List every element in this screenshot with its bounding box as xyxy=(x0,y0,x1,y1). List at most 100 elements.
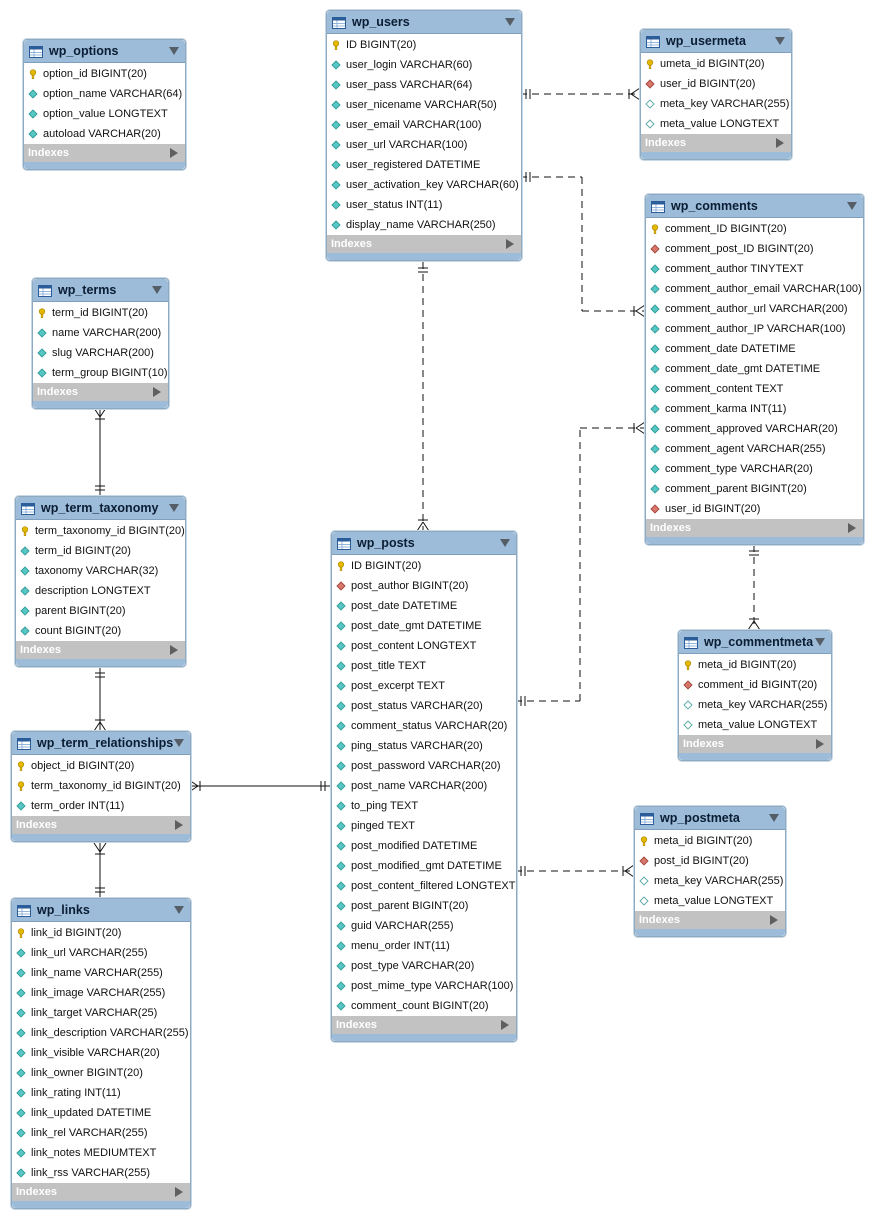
indexes-bar[interactable]: Indexes xyxy=(33,383,168,401)
column-row[interactable]: name VARCHAR(200) xyxy=(33,323,168,343)
collapse-arrow-icon[interactable] xyxy=(500,539,510,547)
column-row[interactable]: link_image VARCHAR(255) xyxy=(12,983,190,1003)
collapse-arrow-icon[interactable] xyxy=(169,504,179,512)
expand-arrow-icon[interactable] xyxy=(848,523,856,533)
column-row[interactable]: post_author BIGINT(20) xyxy=(332,576,516,596)
column-row[interactable]: taxonomy VARCHAR(32) xyxy=(16,561,185,581)
column-row[interactable]: meta_key VARCHAR(255) xyxy=(635,871,785,891)
column-row[interactable]: user_url VARCHAR(100) xyxy=(327,135,521,155)
indexes-bar[interactable]: Indexes xyxy=(646,519,863,537)
column-row[interactable]: umeta_id BIGINT(20) xyxy=(641,54,791,74)
column-row[interactable]: link_owner BIGINT(20) xyxy=(12,1063,190,1083)
column-row[interactable]: term_order INT(11) xyxy=(12,796,190,816)
table-header[interactable]: wp_terms xyxy=(33,279,168,302)
column-row[interactable]: link_rating INT(11) xyxy=(12,1083,190,1103)
column-row[interactable]: meta_id BIGINT(20) xyxy=(679,655,831,675)
collapse-arrow-icon[interactable] xyxy=(174,739,184,747)
column-row[interactable]: comment_author_IP VARCHAR(100) xyxy=(646,319,863,339)
column-row[interactable]: ID BIGINT(20) xyxy=(332,556,516,576)
column-row[interactable]: comment_date_gmt DATETIME xyxy=(646,359,863,379)
collapse-arrow-icon[interactable] xyxy=(847,202,857,210)
indexes-bar[interactable]: Indexes xyxy=(12,816,190,834)
column-row[interactable]: post_id BIGINT(20) xyxy=(635,851,785,871)
column-row[interactable]: option_id BIGINT(20) xyxy=(24,64,185,84)
column-row[interactable]: post_password VARCHAR(20) xyxy=(332,756,516,776)
column-row[interactable]: user_login VARCHAR(60) xyxy=(327,55,521,75)
expand-arrow-icon[interactable] xyxy=(501,1020,509,1030)
table-header[interactable]: wp_posts xyxy=(332,532,516,555)
table-header[interactable]: wp_term_taxonomy xyxy=(16,497,185,520)
column-row[interactable]: comment_date DATETIME xyxy=(646,339,863,359)
expand-arrow-icon[interactable] xyxy=(506,239,514,249)
column-row[interactable]: post_modified_gmt DATETIME xyxy=(332,856,516,876)
collapse-arrow-icon[interactable] xyxy=(505,18,515,26)
expand-arrow-icon[interactable] xyxy=(170,645,178,655)
column-row[interactable]: parent BIGINT(20) xyxy=(16,601,185,621)
column-row[interactable]: meta_value LONGTEXT xyxy=(635,891,785,911)
column-row[interactable]: meta_key VARCHAR(255) xyxy=(679,695,831,715)
column-row[interactable]: comment_author_url VARCHAR(200) xyxy=(646,299,863,319)
table-header[interactable]: wp_postmeta xyxy=(635,807,785,830)
table-header[interactable]: wp_users xyxy=(327,11,521,34)
expand-arrow-icon[interactable] xyxy=(816,739,824,749)
column-row[interactable]: link_id BIGINT(20) xyxy=(12,923,190,943)
table-header[interactable]: wp_usermeta xyxy=(641,30,791,53)
column-row[interactable]: term_group BIGINT(10) xyxy=(33,363,168,383)
column-row[interactable]: option_name VARCHAR(64) xyxy=(24,84,185,104)
column-row[interactable]: meta_id BIGINT(20) xyxy=(635,831,785,851)
column-row[interactable]: meta_value LONGTEXT xyxy=(641,114,791,134)
column-row[interactable]: comment_status VARCHAR(20) xyxy=(332,716,516,736)
expand-arrow-icon[interactable] xyxy=(175,1187,183,1197)
column-row[interactable]: ID BIGINT(20) xyxy=(327,35,521,55)
table-header[interactable]: wp_comments xyxy=(646,195,863,218)
indexes-bar[interactable]: Indexes xyxy=(327,235,521,253)
column-row[interactable]: post_content_filtered LONGTEXT xyxy=(332,876,516,896)
column-row[interactable]: link_rel VARCHAR(255) xyxy=(12,1123,190,1143)
column-row[interactable]: link_notes MEDIUMTEXT xyxy=(12,1143,190,1163)
column-row[interactable]: meta_key VARCHAR(255) xyxy=(641,94,791,114)
column-row[interactable]: comment_agent VARCHAR(255) xyxy=(646,439,863,459)
collapse-arrow-icon[interactable] xyxy=(169,47,179,55)
column-row[interactable]: link_target VARCHAR(25) xyxy=(12,1003,190,1023)
column-row[interactable]: option_value LONGTEXT xyxy=(24,104,185,124)
column-row[interactable]: display_name VARCHAR(250) xyxy=(327,215,521,235)
column-row[interactable]: user_registered DATETIME xyxy=(327,155,521,175)
table-header[interactable]: wp_term_relationships xyxy=(12,732,190,755)
column-row[interactable]: comment_approved VARCHAR(20) xyxy=(646,419,863,439)
column-row[interactable]: comment_author_email VARCHAR(100) xyxy=(646,279,863,299)
column-row[interactable]: link_description VARCHAR(255) xyxy=(12,1023,190,1043)
column-row[interactable]: comment_count BIGINT(20) xyxy=(332,996,516,1016)
column-row[interactable]: post_date_gmt DATETIME xyxy=(332,616,516,636)
column-row[interactable]: post_excerpt TEXT xyxy=(332,676,516,696)
column-row[interactable]: comment_author TINYTEXT xyxy=(646,259,863,279)
column-row[interactable]: user_nicename VARCHAR(50) xyxy=(327,95,521,115)
column-row[interactable]: link_rss VARCHAR(255) xyxy=(12,1163,190,1183)
table-header[interactable]: wp_commentmeta xyxy=(679,631,831,654)
column-row[interactable]: post_title TEXT xyxy=(332,656,516,676)
column-row[interactable]: term_taxonomy_id BIGINT(20) xyxy=(16,521,185,541)
column-row[interactable]: post_content LONGTEXT xyxy=(332,636,516,656)
column-row[interactable]: link_name VARCHAR(255) xyxy=(12,963,190,983)
table-header[interactable]: wp_options xyxy=(24,40,185,63)
column-row[interactable]: post_date DATETIME xyxy=(332,596,516,616)
column-row[interactable]: comment_post_ID BIGINT(20) xyxy=(646,239,863,259)
column-row[interactable]: post_status VARCHAR(20) xyxy=(332,696,516,716)
column-row[interactable]: pinged TEXT xyxy=(332,816,516,836)
column-row[interactable]: post_mime_type VARCHAR(100) xyxy=(332,976,516,996)
indexes-bar[interactable]: Indexes xyxy=(332,1016,516,1034)
expand-arrow-icon[interactable] xyxy=(153,387,161,397)
column-row[interactable]: link_url VARCHAR(255) xyxy=(12,943,190,963)
column-row[interactable]: link_visible VARCHAR(20) xyxy=(12,1043,190,1063)
indexes-bar[interactable]: Indexes xyxy=(24,144,185,162)
column-row[interactable]: description LONGTEXT xyxy=(16,581,185,601)
column-row[interactable]: comment_karma INT(11) xyxy=(646,399,863,419)
column-row[interactable]: meta_value LONGTEXT xyxy=(679,715,831,735)
column-row[interactable]: count BIGINT(20) xyxy=(16,621,185,641)
column-row[interactable]: object_id BIGINT(20) xyxy=(12,756,190,776)
